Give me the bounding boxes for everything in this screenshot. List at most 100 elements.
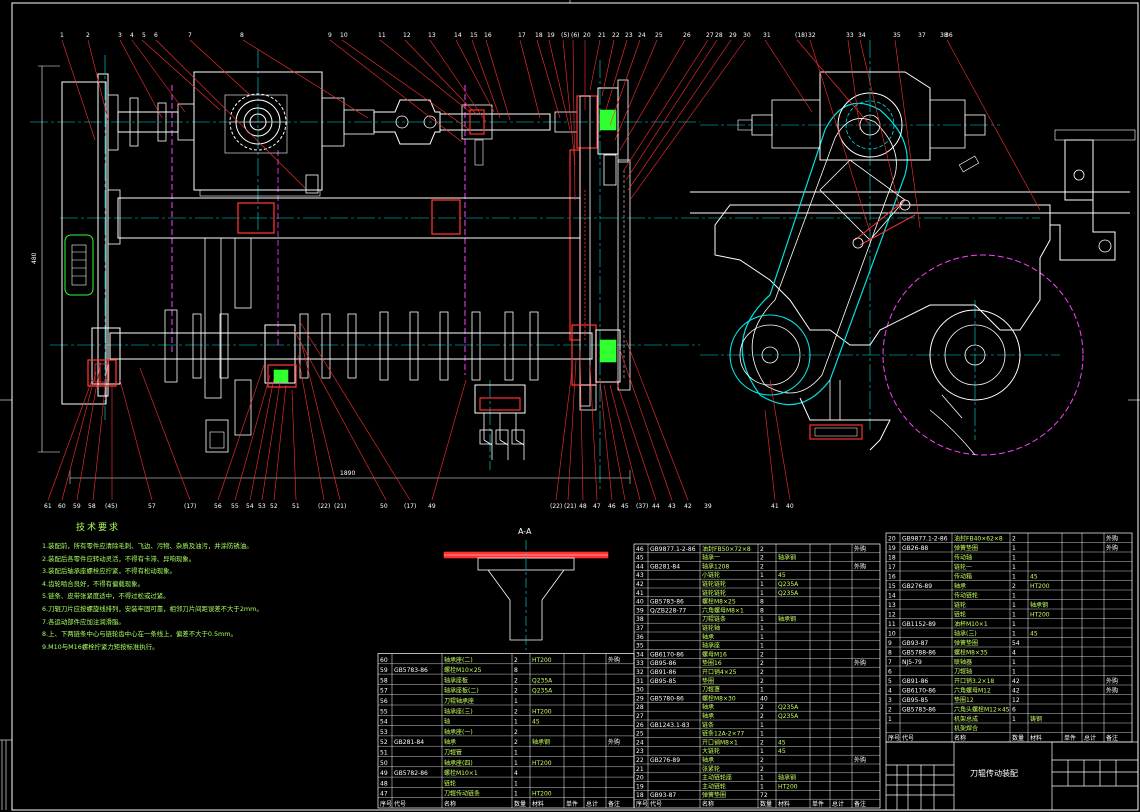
callout-bottom: 47 [593,503,601,510]
bom-cell: 2 [1012,536,1016,543]
bom-cell: 刀辊轴承座 [444,697,474,705]
bom-cell: HT200 [1030,583,1050,590]
bom-cell: 1 [1012,612,1016,619]
callout-top: 35 [893,32,901,39]
bom-cell: HT200 [532,708,552,715]
bom-cell: GB5783-86 [650,599,684,606]
bom-cell: GB1152-89 [902,621,936,628]
bom-cell: NJ5-79 [902,659,922,666]
bom-cell: 2 [760,766,764,773]
bom-cell: 外购 [854,756,866,764]
callout-bottom: 40 [786,503,794,510]
bom-cell: 油杯M10×1 [954,620,988,628]
bom-cell: 刀辊传动链条 [444,790,480,798]
bom-cell: 轴承 [702,633,714,641]
bom-cell: 外购 [1106,544,1118,552]
note-item: 7.各运动部件应加注润滑脂。 [42,617,125,626]
bom-cell: GB6170-86 [902,688,936,695]
bom-cell: 外购 [854,562,866,570]
bom-cell: 轴 [444,718,450,726]
bom-cell: 43 [636,572,644,579]
callout-top: 9 [328,32,332,39]
bom-cell: 1 [1012,593,1016,600]
bom-cell: 51 [380,750,388,757]
callout-top: 2 [86,32,90,39]
bom-cell: 螺母M16 [702,650,727,658]
title-block [885,741,1139,811]
callout-bottom: 51 [292,503,300,510]
bom-cell: 轴承 [954,582,966,590]
bom-cell: 39 [636,607,644,614]
callout-top: 1 [60,32,64,39]
bom-cell: GB281-84 [650,563,680,570]
bom-cell: 垫圈12 [954,696,974,704]
bom-cell: GB95-85 [902,697,928,704]
bom-cell: 弹簧垫圈 [954,639,978,647]
bom-cell: 8 [760,607,764,614]
bom-cell: 轴承钢 [778,554,796,562]
bom-header-cell: 数量 [760,800,772,808]
callout-top: 34 [858,32,866,39]
bom-cell: 2 [514,739,518,746]
callout-bottom: 46 [608,503,616,510]
bom-cell: 轴承座板(二) [444,687,479,695]
bom-cell: 19 [636,783,644,790]
bom-cell: 2 [760,563,764,570]
dim-height-label: 480 [31,252,38,264]
callout-top: 10 [340,32,348,39]
bom-cell: Q/ZB228-77 [650,607,686,614]
callout-top: (18) [795,32,807,39]
callout-bottom: 56 [214,503,222,510]
bom-cell: 螺栓M10×1 [444,769,478,777]
bom-cell: 24 [636,739,644,746]
bom-cell: 传动轴 [954,554,972,562]
bom-cell: GB1243.1-83 [650,722,690,729]
bom-cell: 4 [888,688,892,695]
callout-top: 37 [918,32,926,39]
callout-bottom: 39 [704,503,712,510]
callout-top: 19 [547,32,555,39]
bom-cell: 链轮链轮 [702,589,726,597]
bom-cell: 1 [760,634,764,641]
bom-cell: 45 [1030,631,1038,638]
callout-top: 32 [808,32,816,39]
callout-top: 30 [743,32,751,39]
bom-cell: 35 [636,643,644,650]
callout-bottom: 50 [380,503,388,510]
bom-cell: 小链轮 [702,571,720,579]
bom-cell: 50 [380,760,388,767]
bom-cell: 20 [636,775,644,782]
bom-cell: 1 [1012,631,1016,638]
bom-cell: 链轮 [444,779,456,787]
bom-cell: GB95-86 [650,660,676,667]
bom-header-cell: 单件 [566,800,578,808]
bom-cell: 外购 [1106,677,1118,685]
bom-cell: 外购 [854,545,866,553]
bom-cell: 6 [1012,707,1016,714]
bom-cell: 轴承1208 [702,562,729,570]
bom-cell: 1 [1012,669,1016,676]
bom-cell: 56 [380,698,388,705]
bom-cell: GB276-89 [650,757,680,764]
bom-header-cell: 材料 [532,800,544,808]
bom-cell: 轴承 [702,756,714,764]
callout-bottom: 43 [668,503,676,510]
bom-header-cell: 材料 [778,800,790,808]
callout-bottom: (21) [334,503,346,510]
bom-cell: 螺栓M10×25 [444,666,482,674]
bom-cell: 轴承 [702,703,714,711]
callout-top: 24 [638,32,646,39]
bom-cell: 2 [760,660,764,667]
bom-cell: 32 [636,669,644,676]
bom-header-cell: 单件 [812,800,824,808]
bom-cell: 1 [1012,716,1016,723]
drawing-frame [11,2,1139,811]
bom-cell: 8 [514,667,518,674]
callout-bottom: 52 [270,503,278,510]
bom-cell: 23 [636,748,644,755]
callout-bottom: 48 [579,503,587,510]
bom-cell: GB93-87 [902,640,928,647]
bom-header-cell: 序号 [888,734,900,742]
bom-cell: 20 [888,536,896,543]
